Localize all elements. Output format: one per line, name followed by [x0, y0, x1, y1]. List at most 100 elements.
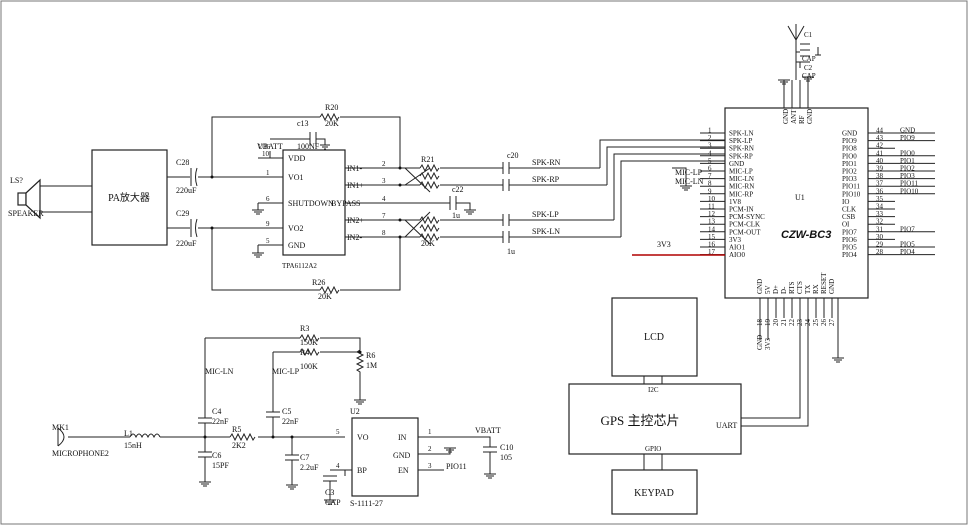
svg-text:R3: R3: [300, 324, 309, 333]
bt-right-pin-label: PIO3: [842, 175, 857, 183]
svg-text:MICROPHONE2: MICROPHONE2: [52, 449, 109, 458]
svg-text:SHUTDOWN: SHUTDOWN: [288, 199, 334, 208]
svg-text:RF: RF: [798, 115, 806, 124]
bt-left-pin-num: 8: [708, 180, 712, 188]
svg-text:100NF: 100NF: [297, 142, 320, 151]
svg-text:220uF: 220uF: [176, 239, 197, 248]
bt-left-pin-num: 9: [708, 187, 712, 195]
svg-text:9: 9: [266, 220, 270, 228]
lcd-block: [611, 297, 698, 377]
bt-right-pin-label: CLK: [842, 206, 856, 214]
bt-right-net-label: PIO3: [900, 172, 915, 180]
gps-main-chip-block: [568, 383, 742, 455]
svg-text:1M: 1M: [366, 361, 377, 370]
bt-left-pin-num: 5: [708, 157, 712, 165]
svg-text:ANT: ANT: [790, 109, 798, 124]
bt-left-pins: SPK-LN1SPK-LP2SPK-RN3SPK-RP4GND5MIC-LP6M…: [700, 127, 765, 259]
svg-text:100K: 100K: [300, 362, 318, 371]
bt-right-net-label: PIO7: [900, 225, 915, 233]
bt-right-pin-num: 28: [876, 248, 884, 256]
svg-text:IN: IN: [398, 433, 407, 442]
bt-left-pin-num: 10: [708, 195, 716, 203]
bt-left-pin-label: SPK-RP: [729, 152, 753, 160]
bt-left-pin-num: 2: [708, 134, 712, 142]
bt-ref: U1: [795, 193, 805, 202]
bt-left-pin-label: 3V3: [729, 236, 742, 244]
svg-text:C10: C10: [500, 443, 513, 452]
svg-text:C4: C4: [212, 407, 221, 416]
svg-text:LCD: LCD: [644, 332, 664, 343]
bt-left-pin-num: 16: [708, 241, 716, 249]
bt-bottom-pin-label: RESET: [820, 272, 828, 294]
svg-text:c22: c22: [452, 185, 464, 194]
svg-text:GND: GND: [393, 451, 411, 460]
bt-right-pin-label: CSB: [842, 213, 856, 221]
svg-text:c20: c20: [507, 151, 519, 160]
bt-right-pin-num: 40: [876, 157, 884, 165]
speaker: LS? SPEAKER: [8, 176, 44, 220]
svg-text:22nF: 22nF: [212, 417, 229, 426]
svg-text:4: 4: [382, 195, 386, 203]
czw-bc3-module: [724, 107, 869, 299]
bt-right-net-label: PIO5: [900, 241, 915, 249]
bt-left-pin-label: 1V8: [729, 198, 742, 206]
svg-text:15nH: 15nH: [124, 441, 142, 450]
svg-text:S-1111-27: S-1111-27: [350, 499, 383, 508]
svg-text:7: 7: [382, 212, 386, 220]
bt-left-pin-label: SPK-LN: [729, 130, 754, 138]
bt-right-net-label: PIO1: [900, 157, 915, 165]
bt-left-pin-num: 7: [708, 172, 712, 180]
net-mic-ln-mic: MIC-LN: [205, 367, 234, 376]
bt-bottom-pin-num: 27: [828, 319, 836, 327]
bt-bottom-pin-label: CTS: [796, 281, 804, 294]
svg-text:20K: 20K: [318, 292, 332, 301]
svg-text:20K: 20K: [421, 239, 435, 248]
bt-left-pin-label: PCM-CLK: [729, 221, 760, 229]
bt-right-pin-label: PIO2: [842, 168, 857, 176]
bt-bottom-pin-label: RX: [812, 284, 820, 294]
bt-bottom-pin-label: D-: [780, 286, 788, 294]
svg-text:C3: C3: [325, 488, 334, 497]
bt-right-pin-num: 31: [876, 225, 884, 233]
svg-text:20K: 20K: [325, 119, 339, 128]
bt-right-net-label: PIO10: [900, 187, 919, 195]
svg-text:U36: U36: [258, 143, 271, 151]
svg-text:GND: GND: [782, 109, 790, 124]
bt-right-net-label: PIO0: [900, 149, 915, 157]
svg-text:CAP: CAP: [325, 498, 341, 507]
bt-right-pin-num: 30: [876, 233, 884, 241]
svg-text:2: 2: [428, 445, 432, 453]
bt-left-pin-label: SPK-LP: [729, 137, 752, 145]
svg-text:I2C: I2C: [648, 386, 659, 394]
tpa-name: TPA6112A2: [282, 262, 317, 270]
net-spk-lp: SPK-LP: [532, 210, 559, 219]
bt-bottom-net-label: GND: [756, 335, 764, 350]
svg-text:150K: 150K: [300, 338, 318, 347]
tpa6112a2-chip: [282, 149, 346, 256]
pa-amplifier-label: PA放大器: [108, 191, 150, 204]
bt-bottom-pin-label: 5V: [764, 285, 772, 294]
svg-text:MK1: MK1: [52, 423, 69, 432]
svg-text:R6: R6: [366, 351, 375, 360]
svg-text:220uF: 220uF: [176, 186, 197, 195]
net-mic-lp-mic: MIC-LP: [272, 367, 300, 376]
svg-text:22nF: 22nF: [282, 417, 299, 426]
capacitor-c28: C28 220uF: [176, 158, 198, 195]
svg-text:IN2-: IN2-: [347, 233, 362, 242]
svg-text:4: 4: [336, 462, 340, 470]
vbatt-label-ldo: VBATT: [475, 426, 501, 435]
bt-right-pin-label: PIO0: [842, 152, 857, 160]
bt-right-pin-label: PIO4: [842, 251, 857, 259]
net-mic-lp: MIC-LP: [675, 168, 703, 177]
svg-text:C7: C7: [300, 453, 309, 462]
bt-right-pin-num: 41: [876, 149, 884, 157]
bt-right-pin-label: PIO1: [842, 160, 857, 168]
svg-text:CAP: CAP: [802, 55, 816, 63]
svg-text:5: 5: [266, 237, 270, 245]
keypad-block: [611, 469, 698, 515]
svg-text:CAP: CAP: [802, 72, 816, 80]
bt-left-pin-num: 3: [708, 142, 712, 150]
net-mic-ln: MIC-LN: [675, 177, 704, 186]
bt-right-pin-label: OI: [842, 221, 850, 229]
